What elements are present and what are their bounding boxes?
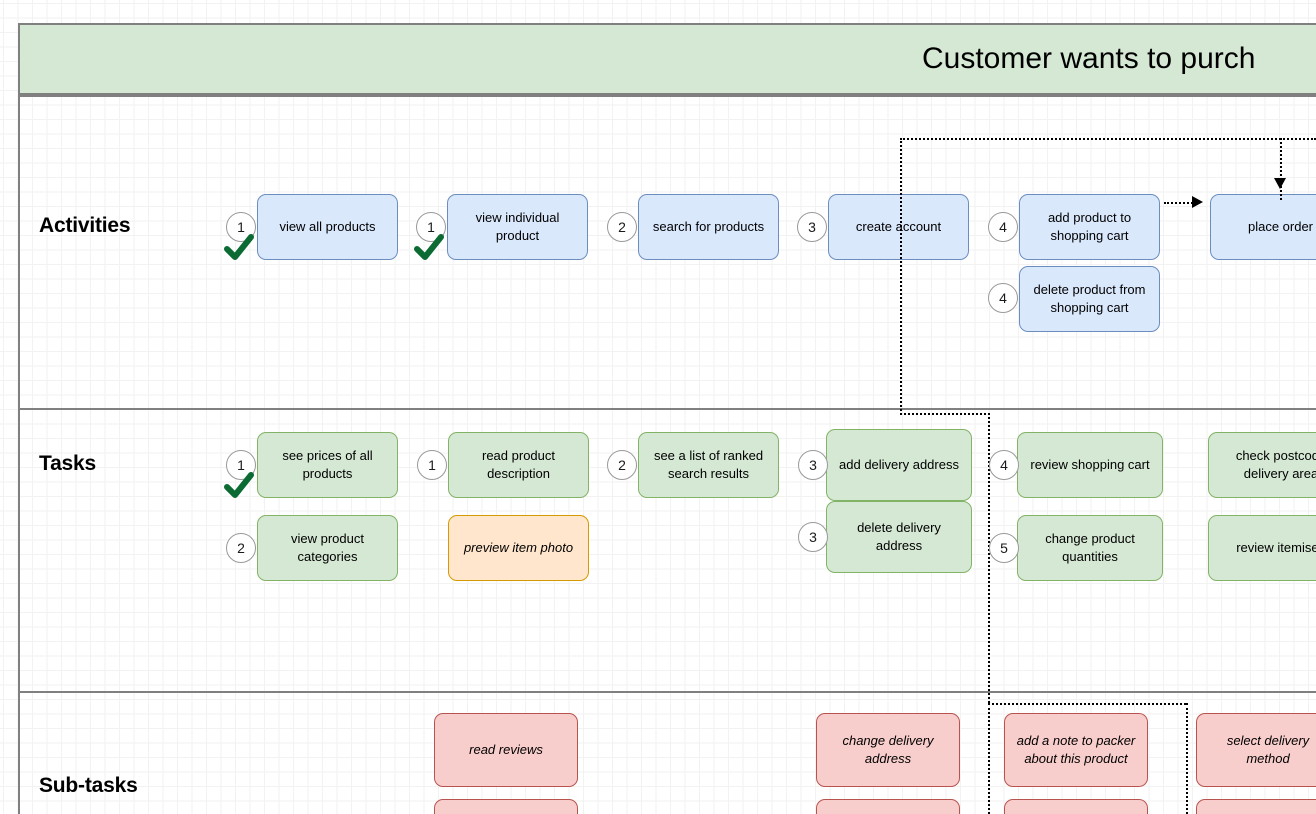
task-badge: 2: [607, 450, 637, 480]
connector-cart-to-order: [1164, 202, 1196, 204]
task-card[interactable]: preview item photo: [448, 515, 589, 581]
connector-subtask-box-left: [988, 703, 990, 814]
page-title: Customer wants to purch: [922, 42, 1256, 75]
task-card[interactable]: review shopping cart: [1017, 432, 1163, 498]
subtask-card[interactable]: select delivery method: [1196, 713, 1316, 787]
subtask-card[interactable]: read reviews: [434, 713, 578, 787]
task-card[interactable]: change product quantities: [1017, 515, 1163, 581]
subtasks-lane-title: Sub-tasks: [39, 774, 138, 797]
connector-top-horizontal: [900, 138, 1316, 140]
task-card-label: view product categories: [291, 531, 364, 564]
task-badge: 2: [226, 533, 256, 563]
activity-badge: 2: [607, 212, 637, 242]
activities-lane-title: Activities: [39, 214, 131, 237]
subtask-card[interactable]: [1196, 799, 1316, 814]
activity-card-label: create account: [855, 219, 942, 235]
task-badge: 1: [417, 450, 447, 480]
activity-card-label: view all products: [279, 219, 376, 235]
task-card[interactable]: delete delivery address: [826, 501, 972, 573]
tasks-lane: [18, 408, 1316, 691]
subtask-card[interactable]: [1004, 799, 1148, 814]
activity-card-label: place order: [1247, 219, 1314, 235]
task-card-label: review shopping cart: [1030, 457, 1150, 473]
task-card[interactable]: view product categories: [257, 515, 398, 581]
activities-lane: [18, 95, 1316, 408]
task-badge: 3: [798, 522, 828, 552]
arrowhead-place-order: [1274, 178, 1286, 189]
task-card[interactable]: add delivery address: [826, 429, 972, 501]
connector-tasks-vertical: [988, 413, 990, 703]
subtask-card-label: add a note to packer about this product: [1016, 733, 1136, 766]
task-card-label: read product description: [482, 448, 555, 481]
activity-card-label: add product to shopping cart: [1047, 210, 1132, 243]
task-card-label: review itemised: [1236, 540, 1316, 556]
activity-badge: 4: [988, 212, 1018, 242]
activity-card[interactable]: delete product from shopping cart: [1019, 266, 1160, 332]
activity-card[interactable]: create account: [828, 194, 969, 260]
task-card-label: change product quantities: [1045, 531, 1135, 564]
task-card[interactable]: review itemised: [1208, 515, 1316, 581]
task-badge: 3: [798, 450, 828, 480]
activity-badge: 1: [226, 212, 256, 242]
task-badge: 4: [989, 450, 1019, 480]
task-card-label: see prices of all products: [282, 448, 373, 481]
arrowhead-cart-to-order: [1192, 196, 1203, 208]
subtask-card-label: read reviews: [469, 742, 543, 758]
task-badge: 5: [989, 533, 1019, 563]
task-badge: 1: [226, 450, 256, 480]
subtask-card[interactable]: add a note to packer about this product: [1004, 713, 1148, 787]
activity-card[interactable]: place order: [1210, 194, 1316, 260]
subtask-card-label: select delivery method: [1226, 733, 1310, 766]
subtask-card[interactable]: change delivery address: [816, 713, 960, 787]
task-card-label: add delivery address: [839, 457, 959, 473]
activity-card[interactable]: add product to shopping cart: [1019, 194, 1160, 260]
activity-badge: 1: [416, 212, 446, 242]
connector-subtask-box-right: [1186, 703, 1188, 814]
task-card-label: check postcode delivery area: [1235, 448, 1316, 481]
activity-card-label: search for products: [652, 219, 765, 235]
task-card[interactable]: see prices of all products: [257, 432, 398, 498]
connector-tasks-horizontal: [900, 413, 990, 415]
task-card[interactable]: read product description: [448, 432, 589, 498]
connector-create-account-vertical: [900, 138, 902, 415]
task-card[interactable]: see a list of ranked search results: [638, 432, 779, 498]
task-card-label: preview item photo: [463, 540, 574, 556]
subtask-card[interactable]: [434, 799, 578, 814]
tasks-lane-title: Tasks: [39, 452, 96, 475]
task-card[interactable]: check postcode delivery area: [1208, 432, 1316, 498]
activity-card-label: delete product from shopping cart: [1033, 282, 1146, 315]
task-card-label: see a list of ranked search results: [653, 448, 764, 481]
header-lane: [18, 23, 1316, 95]
activity-card-label: view individual product: [475, 210, 560, 243]
connector-subtask-box-top: [988, 703, 1186, 705]
subtask-card[interactable]: [816, 799, 960, 814]
activity-badge: 3: [797, 212, 827, 242]
subtasks-lane: [18, 691, 1316, 814]
connector-place-order-vertical: [1280, 138, 1282, 200]
subtask-card-label: change delivery address: [842, 733, 934, 766]
activity-badge: 4: [988, 283, 1018, 313]
task-card-label: delete delivery address: [857, 520, 941, 553]
activity-card[interactable]: view individual product: [447, 194, 588, 260]
activity-card[interactable]: search for products: [638, 194, 779, 260]
activity-card[interactable]: view all products: [257, 194, 398, 260]
